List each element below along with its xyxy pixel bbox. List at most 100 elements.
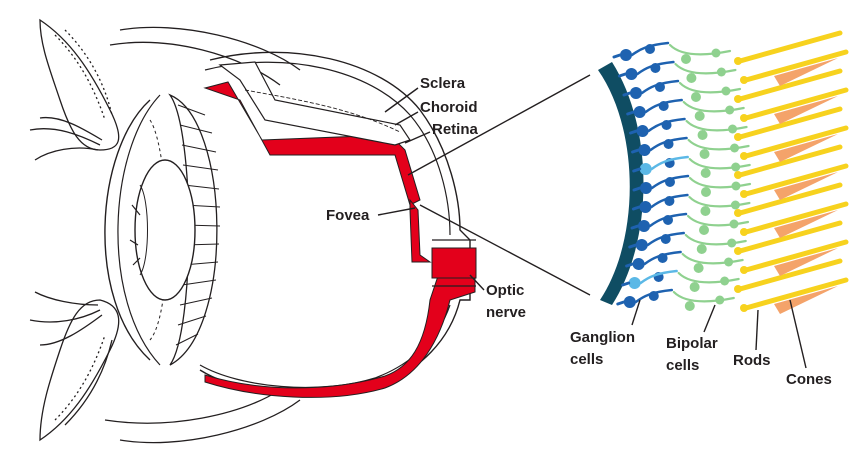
- ganglion-cell: [628, 277, 641, 289]
- rod-nucleus: [740, 304, 748, 312]
- bipolar-cell: [720, 276, 730, 286]
- rod: [737, 182, 843, 216]
- bipolar-cell: [729, 219, 739, 229]
- ganglion-axon: [621, 281, 631, 287]
- cone: [774, 58, 838, 86]
- bipolar-process: [674, 62, 737, 75]
- cone: [774, 134, 838, 162]
- rod: [743, 125, 849, 159]
- ganglion-cell: [632, 258, 645, 270]
- rod-nucleus: [734, 285, 742, 293]
- ganglion-dendrite: [639, 269, 678, 285]
- cones: [774, 58, 838, 314]
- label-optic-line1: Optic: [486, 282, 524, 299]
- bipolar-cell: [690, 92, 701, 102]
- retina-layer-bottom: [204, 261, 476, 398]
- label-retina: Retina: [432, 121, 479, 138]
- bipolar-cell: [693, 263, 704, 273]
- label-rods: Rods: [733, 352, 771, 369]
- ganglion-dendrite: [648, 212, 688, 228]
- bipolar-process: [668, 43, 732, 56]
- ganglion-cell: [636, 125, 649, 137]
- ganglion-axon: [628, 243, 638, 249]
- ganglion-cell: [633, 106, 646, 118]
- ganglion-axon: [626, 110, 636, 116]
- ganglion-dendrite: [636, 60, 675, 76]
- ganglion-dendrite: [650, 174, 690, 190]
- label-fovea: Fovea: [326, 207, 370, 224]
- retina-layer-top: [203, 81, 421, 206]
- rod: [743, 49, 849, 83]
- rod-nucleus: [734, 133, 742, 141]
- ganglion-dendrite: [647, 117, 686, 133]
- cone: [774, 248, 838, 276]
- rod: [737, 30, 843, 64]
- ganglion-cell: [625, 68, 638, 80]
- bipolar-process: [681, 252, 744, 265]
- bipolar-cells: [668, 43, 752, 311]
- rod-nucleus: [740, 190, 748, 198]
- retina-magnified: [598, 30, 849, 314]
- ganglion-dendrite: [649, 136, 688, 152]
- lens: [134, 159, 196, 301]
- bipolar-process: [672, 290, 735, 303]
- bipolar-cell: [715, 295, 725, 305]
- label-cones: Cones: [786, 371, 832, 388]
- bipolar-cell: [716, 67, 726, 77]
- bipolar-cell: [728, 124, 738, 134]
- ganglion-dendrite: [646, 231, 685, 247]
- bipolar-cell: [689, 282, 700, 292]
- bipolar-cell: [684, 301, 695, 311]
- leader-lines: [377, 74, 591, 296]
- rod-nucleus: [740, 76, 748, 84]
- bipolar-cell: [697, 130, 708, 140]
- ganglion-axon: [622, 91, 632, 97]
- labels: Sclera Choroid Retina Fovea Optic nerve …: [326, 75, 832, 388]
- rod: [737, 144, 843, 178]
- bipolar-cell: [721, 86, 731, 96]
- ganglion-dendrite: [650, 193, 689, 209]
- upper-eyelid: [29, 18, 301, 161]
- bipolar-process: [686, 214, 750, 227]
- cone: [774, 96, 838, 124]
- cone: [774, 286, 838, 314]
- bipolar-cell: [731, 162, 741, 172]
- rod: [737, 220, 843, 254]
- bipolar-process: [678, 81, 742, 94]
- bipolar-cell: [711, 48, 721, 58]
- ganglion-axon: [629, 129, 639, 135]
- rod: [743, 201, 849, 235]
- ganglion-axon: [630, 224, 640, 230]
- rod-nucleus: [734, 95, 742, 103]
- ganglion-dendrite: [650, 155, 689, 171]
- rod: [737, 106, 843, 140]
- bipolar-process: [682, 100, 745, 113]
- bipolar-cell: [700, 206, 711, 216]
- bipolar-cell: [724, 257, 734, 267]
- rods: [734, 30, 849, 312]
- bipolar-process: [688, 176, 752, 189]
- ganglion-cell: [635, 239, 648, 251]
- ganglion-cell: [638, 144, 651, 156]
- pigment-layer: [598, 62, 644, 305]
- bipolar-cell: [725, 105, 735, 115]
- rod-nucleus: [734, 171, 742, 179]
- ganglion-axon: [631, 148, 641, 154]
- label-bipolar-line2: cells: [666, 357, 699, 374]
- bipolar-cell: [694, 111, 705, 121]
- rod: [743, 277, 849, 311]
- ganglion-cell: [638, 220, 651, 232]
- ganglion-axon: [616, 300, 626, 306]
- bipolar-cell: [730, 143, 740, 153]
- label-optic-line2: nerve: [486, 304, 526, 321]
- ganglion-axon: [617, 72, 627, 78]
- ganglion-dendrite: [643, 250, 682, 266]
- rod-nucleus: [740, 266, 748, 274]
- rod: [743, 163, 849, 197]
- ganglion-dendrite: [644, 98, 683, 114]
- ganglion-cells: [612, 41, 690, 308]
- bipolar-process: [688, 195, 751, 208]
- label-choroid: Choroid: [420, 99, 478, 116]
- rod-nucleus: [740, 114, 748, 122]
- bipolar-process: [684, 233, 747, 246]
